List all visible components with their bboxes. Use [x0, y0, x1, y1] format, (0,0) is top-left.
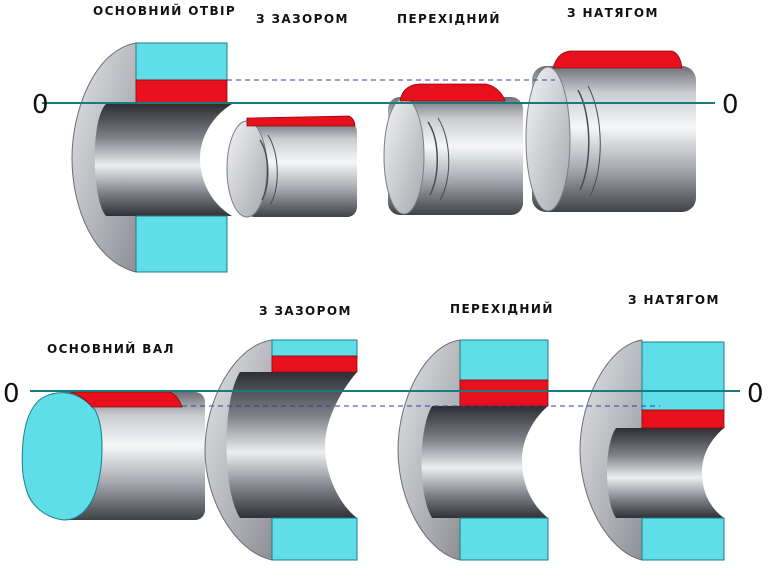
transition-bushing-tolerance-zone-top	[459, 339, 549, 381]
transition-bushing-tolerance-zone-bottom	[459, 517, 549, 561]
clearance-bushing-tolerance-zone-bottom	[271, 517, 358, 561]
base-shaft-end-face	[21, 392, 103, 521]
hole-deviation-zone	[135, 79, 228, 105]
bottom-clearance-label: З ЗАЗОРОМ	[259, 304, 352, 318]
interference-shaft	[525, 50, 696, 212]
top-interference-label: З НАТЯГОМ	[567, 6, 659, 20]
top-transition-label: ПЕРЕХІДНИЙ	[397, 11, 501, 26]
top-clearance-label: З ЗАЗОРОМ	[256, 12, 349, 26]
interference-shaft-tolerance-zone	[552, 50, 683, 69]
base-hole-part	[71, 42, 233, 273]
top-base-label: ОСНОВНИЙ ОТВІР	[93, 3, 236, 18]
top-zero-right: 0	[722, 90, 739, 120]
interference-bushing-deviation-zone	[641, 409, 725, 429]
transition-bushing	[397, 339, 549, 561]
hole-tolerance-zone-bottom	[135, 215, 228, 273]
interference-bushing	[579, 339, 725, 561]
top-zero-left: 0	[32, 90, 49, 120]
clearance-bushing-deviation-zone	[271, 355, 358, 373]
bottom-zero-left: 0	[3, 379, 20, 409]
interference-bushing-tolerance-zone-top	[641, 341, 725, 411]
clearance-bushing-tolerance-zone-top	[271, 339, 358, 357]
transition-shaft	[383, 83, 523, 215]
clearance-shaft-tolerance-zone	[246, 115, 356, 127]
transition-bushing-deviation-zone	[459, 379, 549, 407]
base-shaft-part	[21, 391, 205, 521]
transition-shaft-tolerance-zone	[399, 83, 506, 102]
bottom-base-label: ОСНОВНИЙ ВАЛ	[47, 341, 175, 356]
clearance-bushing	[204, 339, 358, 561]
clearance-shaft	[226, 115, 357, 218]
bottom-zero-right: 0	[747, 379, 764, 409]
hole-tolerance-zone-top	[135, 42, 228, 81]
base-shaft-deviation-zone	[69, 391, 183, 408]
bottom-interference-label: З НАТЯГОМ	[628, 293, 720, 307]
interference-bushing-tolerance-zone-bottom	[641, 517, 725, 561]
bottom-transition-label: ПЕРЕХІДНИЙ	[450, 301, 554, 316]
